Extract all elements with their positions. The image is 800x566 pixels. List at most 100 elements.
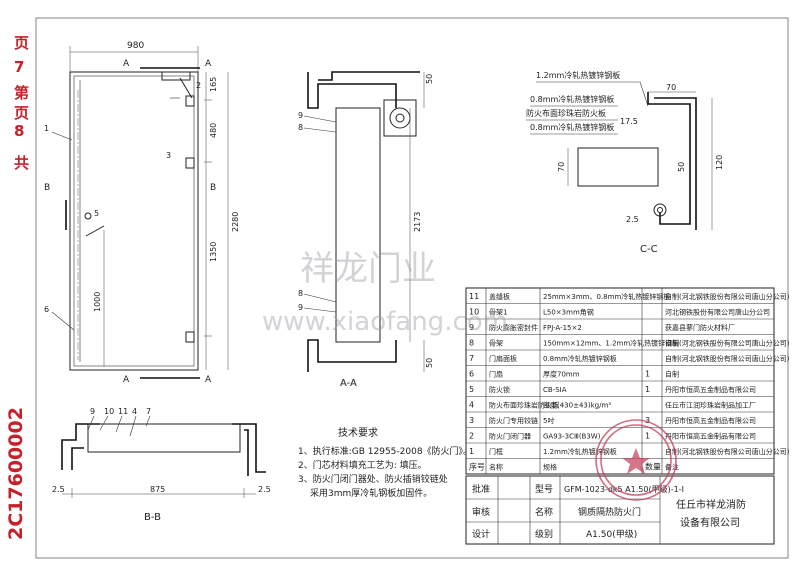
svg-text:50: 50 — [677, 162, 686, 172]
svg-text:5: 5 — [94, 209, 99, 218]
svg-text:9: 9 — [90, 407, 95, 416]
bom-cell-spec: 5吋 — [543, 416, 554, 425]
svg-text:7: 7 — [14, 58, 24, 76]
bom-cell-name: 防火门闭门器 — [489, 432, 531, 441]
svg-text:70: 70 — [557, 162, 566, 172]
hinge-1 — [185, 95, 195, 107]
bom-cell-qty: 3 — [645, 416, 650, 425]
bom-cell-name: 门框 — [489, 447, 503, 456]
svg-text:8: 8 — [298, 289, 303, 298]
svg-text:www.xiaofang.com: www.xiaofang.com — [262, 307, 508, 337]
bom-cell-spec: GA93-3CⅢ(B3W) — [543, 433, 601, 441]
bom-cell-no: 4 — [469, 401, 474, 410]
svg-text:1350: 1350 — [209, 242, 218, 262]
svg-text:2.5: 2.5 — [52, 485, 65, 494]
svg-text:7: 7 — [146, 407, 151, 416]
bom-cell-name: 防火膨胀密封件 — [489, 323, 538, 332]
svg-text:B: B — [44, 183, 50, 193]
bom-header-spec: 规格 — [543, 463, 557, 472]
svg-text:11: 11 — [118, 407, 128, 416]
bom-header-note: 备注 — [665, 463, 679, 472]
bom-cell-note: 自制(河北钢铁股份有限公司唐山分公司) — [665, 292, 790, 301]
svg-text:4: 4 — [132, 407, 137, 416]
section-bb-title: B-B — [144, 512, 161, 523]
door-handle — [85, 225, 105, 237]
svg-text:审核: 审核 — [472, 506, 490, 518]
bom-cell-note: 自制(河北钢铁股份有限公司唐山分公司) — [665, 447, 790, 456]
svg-text:A: A — [205, 375, 212, 385]
svg-text:3、防火门闭门器处、防火插销铰链处: 3、防火门闭门器处、防火插销铰链处 — [298, 473, 448, 485]
bom-cell-note: 丹阳市恒高五金制品有限公司 — [665, 385, 756, 394]
svg-text:9: 9 — [298, 303, 303, 312]
bom-cell-no: 8 — [469, 339, 474, 348]
hinge-2 — [185, 157, 195, 169]
bom-cell-name: 防火布面珍珠岩防火板 — [489, 401, 559, 410]
bom-cell-note: 自制(河北钢铁股份有限公司唐山分公司) — [665, 354, 790, 363]
svg-text:2.5: 2.5 — [626, 215, 639, 224]
svg-text:A: A — [123, 375, 130, 385]
bom-header-no: 序号 — [469, 462, 485, 472]
front-view: 980 A A 165 480 1350 2280 B B — [44, 41, 240, 385]
svg-text:B: B — [210, 183, 216, 193]
svg-text:页: 页 — [14, 104, 29, 122]
bom-cell-name: 防火锁 — [489, 385, 510, 394]
bom-cell-name: 门扇面板 — [489, 354, 517, 363]
bom-cell-no: 5 — [469, 385, 474, 394]
section-aa: 2173 50 50 9 8 8 9 A-A — [298, 71, 434, 389]
svg-text:设计: 设计 — [472, 528, 490, 540]
bom-cell-qty: 1 — [645, 370, 650, 379]
svg-text:共: 共 — [14, 154, 29, 172]
svg-text:8: 8 — [14, 122, 24, 140]
bom-cell-spec: 1.2mm冷轧热镀锌钢板 — [543, 447, 617, 456]
bom-cell-spec: FPJ-A-15×2 — [543, 324, 582, 332]
bom-cell-no: 1 — [469, 447, 474, 456]
svg-text:级别: 级别 — [535, 528, 553, 540]
bom-cell-spec: CB-SIA — [543, 386, 567, 394]
bom-cell-note: 任丘市江润珍珠岩制品加工厂 — [665, 401, 756, 410]
svg-text:2: 2 — [196, 81, 201, 90]
bb-core — [87, 423, 241, 453]
bom-cell-no: 7 — [469, 354, 474, 363]
drawing-number: 2C17600002 — [5, 407, 27, 540]
cc-core — [577, 147, 659, 187]
bom-cell-spec: 150mm×12mm、1.2mm冷轧热镀锌钢板 — [543, 339, 679, 348]
svg-text:A: A — [123, 59, 130, 69]
svg-text:祥龙门业: 祥龙门业 — [300, 249, 436, 289]
svg-text:批准: 批准 — [472, 483, 490, 495]
svg-text:1: 1 — [44, 124, 49, 133]
svg-text:2280: 2280 — [231, 212, 240, 232]
page-counter: 共 8 页 第 7 页 — [14, 34, 29, 172]
svg-text:GFM-1023-dk5 A1.50(甲级)-1-I: GFM-1023-dk5 A1.50(甲级)-1-I — [564, 484, 684, 494]
bom-cell-no: 9 — [469, 323, 474, 332]
lock-cylinder — [84, 212, 92, 220]
svg-text:2173: 2173 — [413, 212, 422, 232]
bom-cell-name: 骨架 — [489, 340, 503, 348]
bom-header-qty: 数量 — [645, 462, 661, 472]
bom-cell-note: 自制(河北钢铁股份有限公司唐山分公司) — [665, 339, 790, 348]
hinge-3 — [185, 331, 195, 343]
title-block: 批准 型号 GFM-1023-dk5 A1.50(甲级)-1-I 审核 名称 钢… — [465, 475, 775, 545]
svg-text:50: 50 — [425, 358, 434, 368]
svg-text:480: 480 — [209, 123, 218, 138]
svg-text:10: 10 — [104, 407, 114, 416]
svg-text:2.5: 2.5 — [258, 485, 271, 494]
bom-cell-name: 骨架1 — [489, 309, 507, 317]
bom-cell-no: 3 — [469, 416, 474, 425]
bom-header-name: 名称 — [489, 463, 503, 472]
svg-text:2、门芯材料填充工艺为: 填压。: 2、门芯材料填充工艺为: 填压。 — [298, 459, 427, 471]
closer-body — [383, 99, 417, 137]
svg-text:3: 3 — [166, 151, 171, 160]
svg-text:0.8mm冷轧热镀锌钢板: 0.8mm冷轧热镀锌钢板 — [530, 94, 614, 104]
bom-cell-note: 获嘉县蓼门防火材料厂 — [665, 323, 735, 332]
bom-cell-name: 防火门专用铰链 — [489, 416, 538, 425]
svg-text:120: 120 — [715, 155, 724, 170]
section-bb: 9 10 11 4 7 2.5 875 2.5 B-B — [52, 407, 271, 523]
tech-requirements-title: 技术要求 — [338, 426, 378, 439]
door-leaf-core — [335, 107, 381, 343]
svg-text:钢质隔热防火门: 钢质隔热防火门 — [578, 506, 641, 518]
company-name-line-2: 设备有限公司 — [680, 516, 740, 529]
section-cc-title: C-C — [640, 244, 658, 255]
bom-cell-spec: 厚度70mm — [543, 370, 580, 379]
svg-text:50: 50 — [425, 74, 434, 84]
